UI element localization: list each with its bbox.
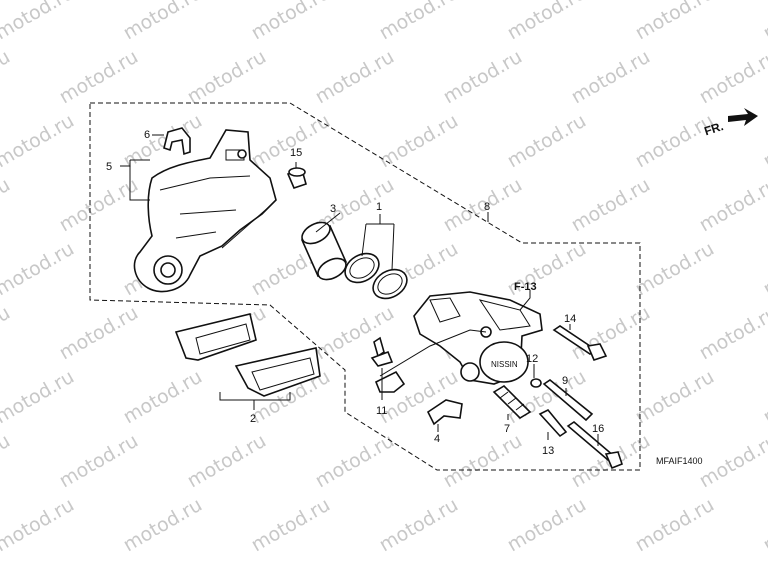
pad-spring	[426, 399, 463, 426]
watermark-text: motod.ru	[568, 302, 654, 365]
watermark-text: motod.ru	[696, 302, 768, 365]
callout-16: 16	[592, 423, 604, 435]
watermark-text: motod.ru	[0, 110, 78, 173]
callout-13: 13	[542, 445, 554, 457]
watermark-text: motod.ru	[696, 430, 768, 493]
watermark-text: motod.ru	[760, 366, 768, 429]
watermark-text: motod.ru	[376, 494, 462, 557]
brake-pads	[174, 313, 321, 397]
watermark-text: motod.ru	[696, 46, 768, 109]
watermark-text: motod.ru	[0, 0, 78, 44]
watermark-text: motod.ru	[696, 174, 768, 237]
watermark-text: motod.ru	[0, 302, 14, 365]
callout-15: 15	[290, 147, 302, 159]
callout-7: 7	[504, 423, 510, 435]
watermark-text: motod.ru	[504, 494, 590, 557]
watermark-text: motod.ru	[760, 110, 768, 173]
watermark-text: motod.ru	[0, 174, 14, 237]
reference-label: F-13	[514, 281, 537, 293]
watermark-text: motod.ru	[120, 0, 206, 44]
watermark-text: motod.ru	[56, 46, 142, 109]
bracket-clip	[163, 127, 191, 156]
watermark-text: motod.ru	[440, 430, 526, 493]
slide-pin	[538, 408, 568, 438]
watermark-text: motod.ru	[0, 430, 14, 493]
callout-6: 6	[144, 129, 150, 141]
callout-8: 8	[484, 201, 490, 213]
watermark-text: motod.ru	[184, 46, 270, 109]
bleed-cap	[374, 370, 406, 393]
flange-bolt-16	[566, 420, 623, 470]
caliper-piston	[300, 221, 348, 281]
watermark-text: motod.ru	[56, 174, 142, 237]
callout-5: 5	[106, 161, 112, 173]
watermark-text: motod.ru	[0, 238, 78, 301]
watermark-text: motod.ru	[0, 46, 14, 109]
callout-14: 14	[564, 313, 576, 325]
watermark-text: motod.ru	[760, 494, 768, 557]
front-direction-arrow-icon	[728, 108, 758, 126]
callout-2: 2	[250, 413, 256, 425]
watermark-text: motod.ru	[504, 0, 590, 44]
watermark-text: motod.ru	[504, 110, 590, 173]
watermark-text: motod.ru	[312, 46, 398, 109]
caliper-body: NISSIN	[413, 291, 543, 385]
watermark-text: motod.ru	[248, 110, 334, 173]
pad-pin	[542, 379, 594, 422]
watermark-text: motod.ru	[376, 0, 462, 44]
watermark-text: motod.ru	[632, 238, 718, 301]
callout-3: 3	[330, 203, 336, 215]
watermark-text: motod.ru	[632, 494, 718, 557]
assembly-boundary	[89, 102, 641, 471]
watermark-text: motod.ru	[568, 46, 654, 109]
watermark-text: motod.ru	[760, 238, 768, 301]
callout-12: 12	[526, 353, 538, 365]
caliper-brand-text: NISSIN	[491, 360, 518, 369]
watermark-text: motod.ru	[120, 366, 206, 429]
watermark-text: motod.ru	[248, 0, 334, 44]
watermark-text: motod.ru	[120, 494, 206, 557]
diagram-code: MFAIF1400	[656, 456, 703, 466]
slide-pin-boot	[492, 384, 532, 420]
watermark-text: motod.ru	[0, 366, 78, 429]
callout-4: 4	[434, 433, 440, 445]
watermark-text: motod.ru	[184, 430, 270, 493]
leader-lines	[120, 134, 599, 446]
watermark-text: motod.ru	[56, 302, 142, 365]
watermark-text: motod.ru	[440, 174, 526, 237]
watermark-text: motod.ru	[632, 366, 718, 429]
watermark-text: motod.ru	[568, 174, 654, 237]
flange-bolt-14	[552, 325, 608, 361]
caliper-bracket	[133, 129, 277, 293]
watermark-text: motod.ru	[248, 494, 334, 557]
front-direction-label: FR.	[702, 119, 725, 138]
washer	[530, 378, 542, 388]
watermark-text: motod.ru	[56, 430, 142, 493]
piston-seals	[344, 252, 408, 300]
watermark-text: motod.ru	[440, 46, 526, 109]
callout-1: 1	[376, 201, 382, 213]
watermark-text: motod.ru	[632, 110, 718, 173]
watermark-text: motod.ru	[312, 430, 398, 493]
rubber-boot	[286, 167, 307, 189]
watermark-text: motod.ru	[760, 0, 768, 44]
bleed-screw	[370, 336, 394, 367]
callout-9: 9	[562, 375, 568, 387]
watermark-text: motod.ru	[632, 0, 718, 44]
callout-11: 11	[376, 405, 387, 417]
watermark-text: motod.ru	[0, 494, 78, 557]
